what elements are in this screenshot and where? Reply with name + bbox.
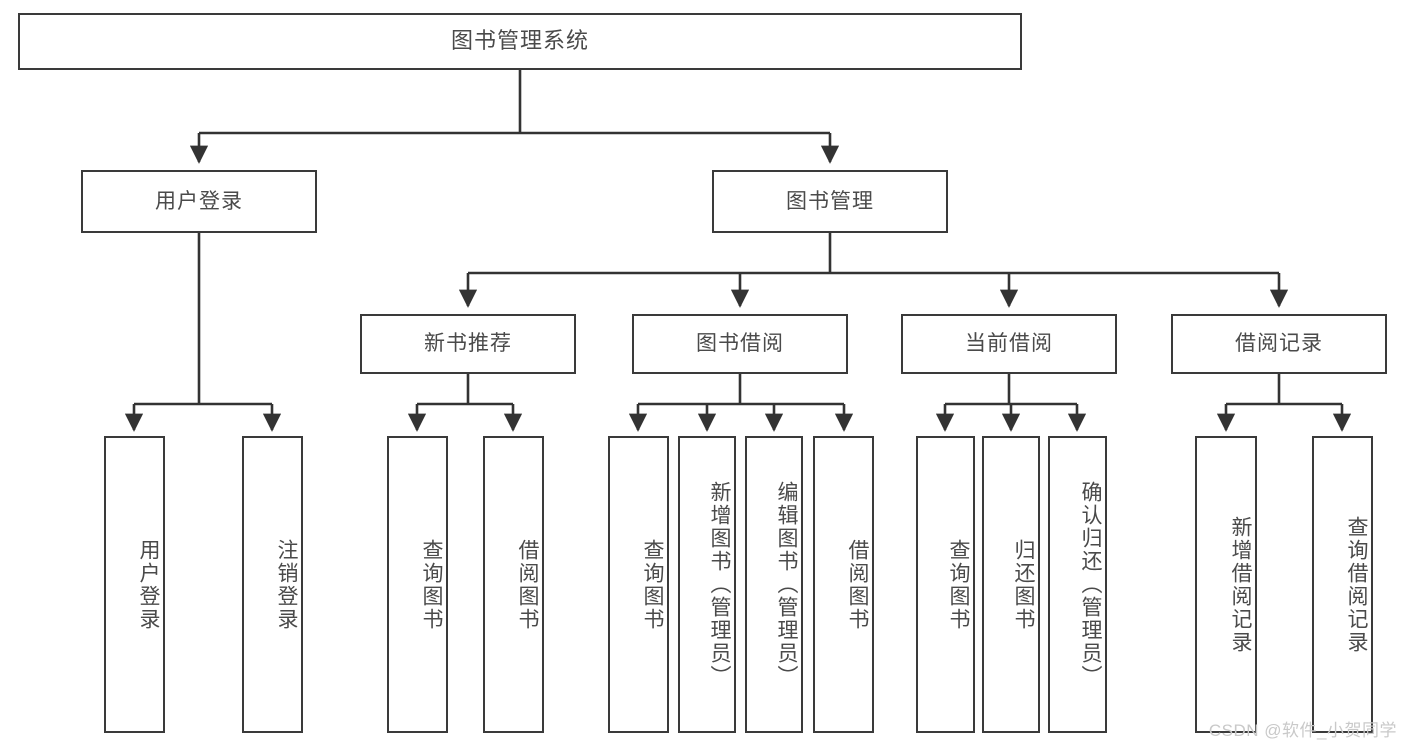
node-root-system[interactable]: 图书管理系统: [18, 13, 1022, 70]
node-current-borrow[interactable]: 当前借阅: [901, 314, 1117, 374]
leaf-borrow-query-book[interactable]: 查询图书: [608, 436, 669, 733]
node-label: 新书推荐: [424, 332, 512, 356]
leaf-record-query-record[interactable]: 查询借阅记录: [1312, 436, 1373, 733]
leaf-borrow-add-book-admin[interactable]: 新增图书（管理员）: [678, 436, 736, 733]
node-user-login[interactable]: 用户登录: [81, 170, 317, 233]
leaf-current-query-book[interactable]: 查询图书: [916, 436, 975, 733]
node-label: 借阅记录: [1235, 332, 1323, 356]
leaf-user-login-logout[interactable]: 注销登录: [242, 436, 303, 733]
leaf-borrow-edit-book-admin[interactable]: 编辑图书（管理员）: [745, 436, 803, 733]
node-label: 查询图书: [420, 538, 443, 631]
leaf-borrow-borrow-book[interactable]: 借阅图书: [813, 436, 874, 733]
leaf-recommend-borrow-book[interactable]: 借阅图书: [483, 436, 544, 733]
node-label: 用户登录: [137, 538, 160, 631]
node-label: 图书借阅: [696, 332, 784, 356]
node-label: 新增借阅记录: [1229, 515, 1252, 654]
node-label: 新增图书（管理员）: [708, 481, 731, 688]
node-label: 借阅图书: [516, 538, 539, 631]
node-label: 归还图书: [1012, 538, 1035, 631]
node-label: 用户登录: [155, 189, 243, 213]
node-label: 查询图书: [947, 538, 970, 631]
node-new-book-recommend[interactable]: 新书推荐: [360, 314, 576, 374]
node-borrow-record[interactable]: 借阅记录: [1171, 314, 1387, 374]
node-label: 编辑图书（管理员）: [775, 481, 798, 688]
leaf-current-confirm-return-admin[interactable]: 确认归还（管理员）: [1048, 436, 1107, 733]
node-book-borrow[interactable]: 图书借阅: [632, 314, 848, 374]
node-label: 注销登录: [275, 538, 298, 631]
leaf-current-return-book[interactable]: 归还图书: [982, 436, 1040, 733]
node-label: 确认归还（管理员）: [1079, 481, 1102, 688]
node-label: 图书管理系统: [450, 28, 589, 54]
node-label: 查询图书: [641, 538, 664, 631]
leaf-user-login-login[interactable]: 用户登录: [104, 436, 165, 733]
node-book-management[interactable]: 图书管理: [712, 170, 948, 233]
node-label: 借阅图书: [846, 538, 869, 631]
leaf-record-add-record[interactable]: 新增借阅记录: [1195, 436, 1257, 733]
node-label: 图书管理: [786, 189, 874, 213]
node-label: 查询借阅记录: [1345, 515, 1368, 654]
watermark-text: CSDN @软件_小贺同学: [1208, 721, 1397, 740]
leaf-recommend-query-book[interactable]: 查询图书: [387, 436, 448, 733]
node-label: 当前借阅: [965, 332, 1053, 356]
